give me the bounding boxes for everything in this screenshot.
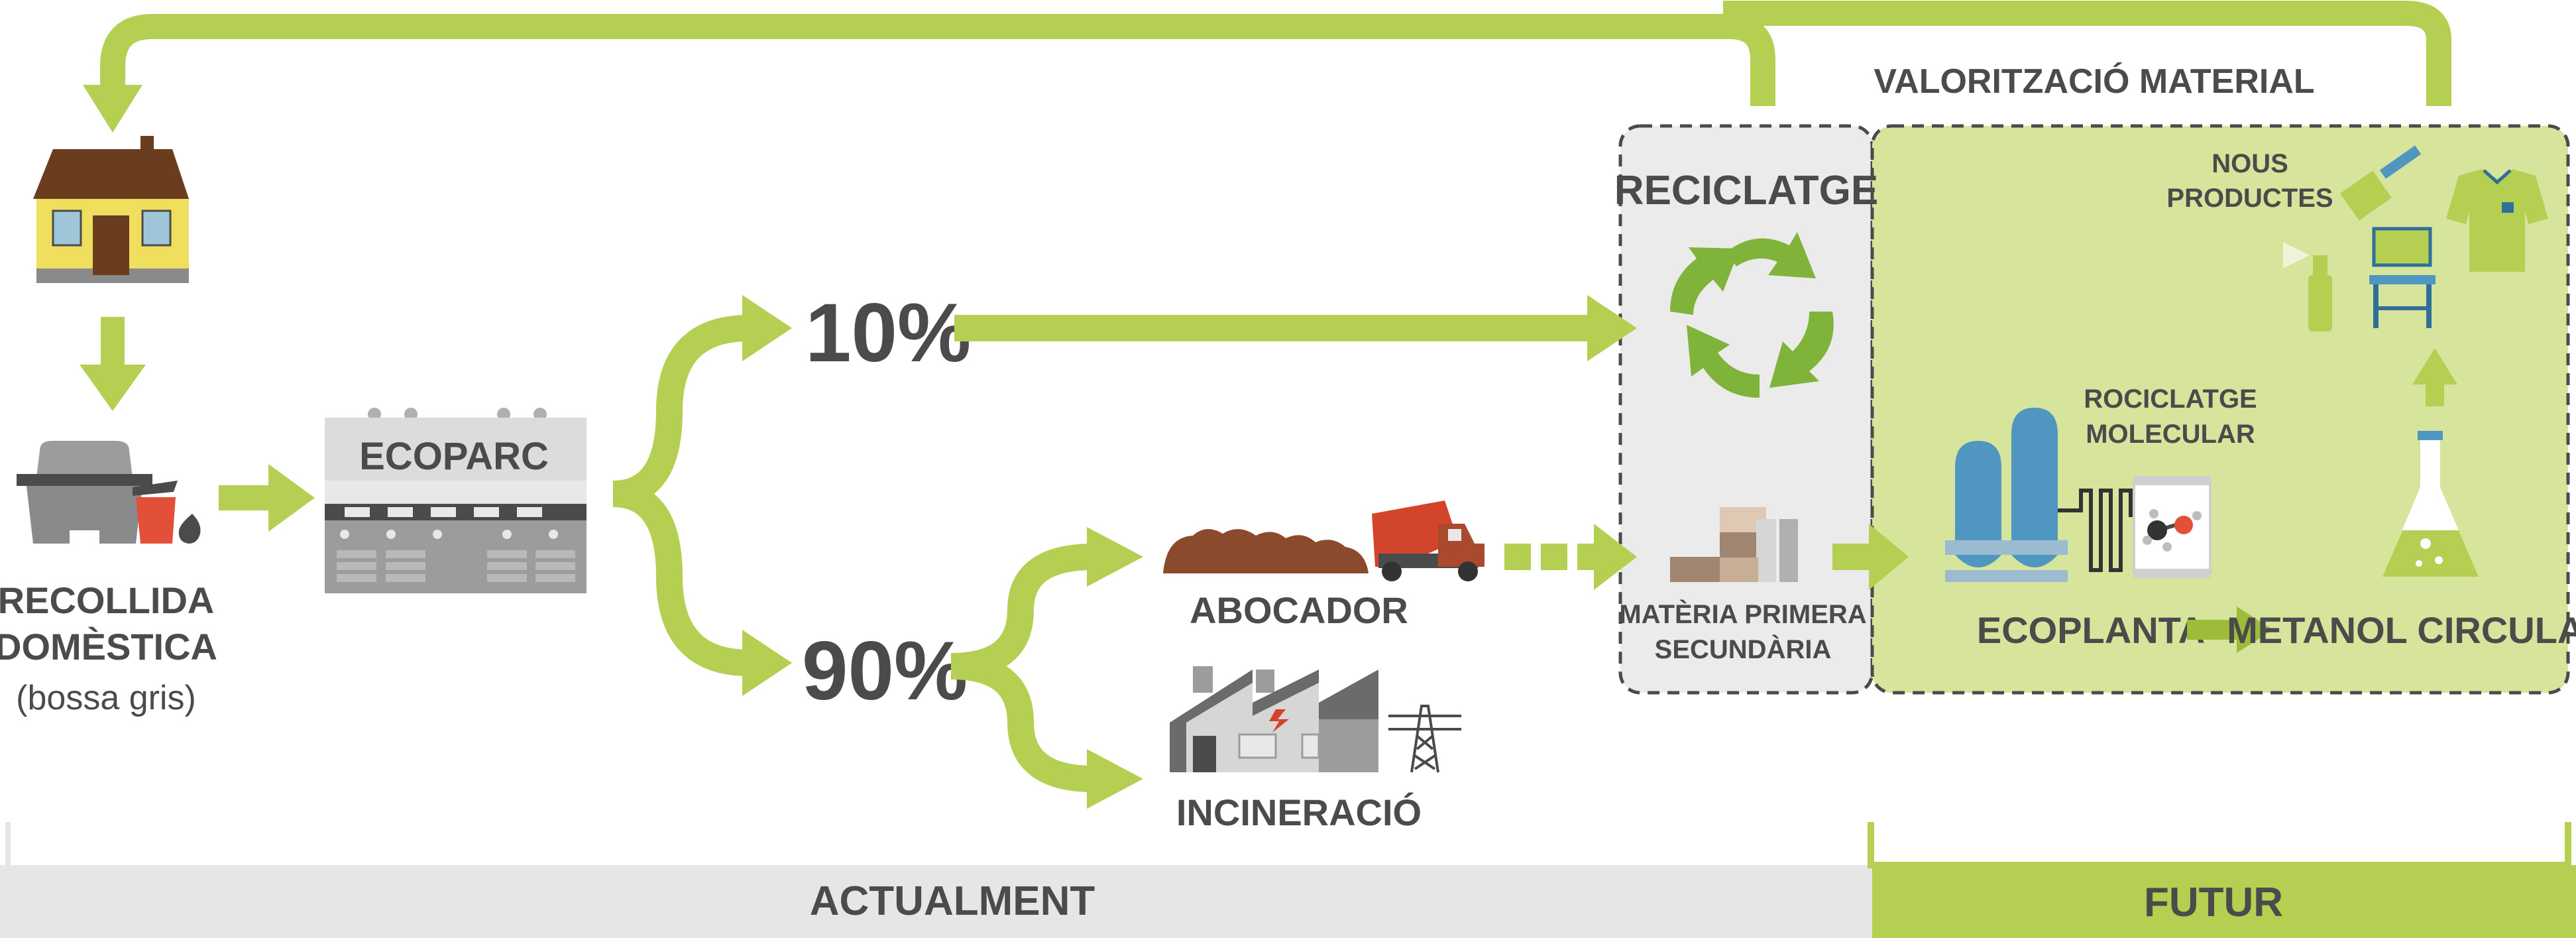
- raw-materials-stack-icon: [1670, 507, 1798, 582]
- materia-line2: SECUNDÀRIA: [1655, 634, 1832, 664]
- house-icon: [33, 136, 189, 283]
- abocador-label: ABOCADOR: [1190, 589, 1408, 631]
- pct-90: 90%: [802, 625, 968, 717]
- recycle-arrows-icon: [1670, 232, 1834, 398]
- incinerator-factory-icon: [1170, 666, 1378, 772]
- flask-icon: [2382, 431, 2479, 577]
- rociclatge-line2: MOLECULAR: [2086, 420, 2255, 449]
- split-arrows-90: [950, 544, 1094, 792]
- incineracio-label: INCINERACIÓ: [1176, 791, 1422, 833]
- metanol-label: METANOL CIRCULAR: [2227, 609, 2576, 651]
- return-arrow-head: [83, 85, 142, 133]
- recollida-line1: RECOLLIDA: [0, 579, 214, 621]
- arrow-head-incineracio: [1087, 749, 1143, 809]
- actualment-label: ACTUALMENT: [810, 878, 1095, 924]
- recollida-line2: DOMÈSTICA: [0, 626, 217, 668]
- materia-line1: MATÈRIA PRIMERA: [1619, 599, 1866, 629]
- arrow-materials-to-ecoplanta: [1832, 524, 1909, 590]
- ecoparc-label: ECOPARC: [359, 435, 549, 478]
- pct-10: 10%: [805, 287, 971, 379]
- recollida-sub: (bossa gris): [16, 679, 196, 717]
- rociclatge-line1: ROCICLATGE: [2084, 384, 2257, 414]
- ecoparc-building-icon: [325, 408, 587, 593]
- arrow-head-10: [742, 295, 792, 361]
- landfill-truck-icon: [1163, 500, 1484, 581]
- split-arrows-ecoparc: [612, 315, 750, 676]
- arrow-house-to-bins: [80, 317, 146, 411]
- arrow-head-abocador: [1087, 527, 1143, 587]
- reciclatge-label: RECICLATGE: [1614, 168, 1878, 213]
- dashed-arrow-abocador: [1504, 524, 1637, 590]
- return-arrow: [100, 1, 2451, 106]
- power-pylon-icon: [1388, 705, 1461, 773]
- nous-line1: NOUS: [2212, 149, 2288, 178]
- futur-label: FUTUR: [2144, 880, 2283, 925]
- ecoplant-tanks-icon: [1945, 408, 2133, 582]
- new-products-icon: [2283, 145, 2548, 331]
- nous-line2: PRODUCTES: [2166, 184, 2333, 213]
- molecule-icon: [2133, 476, 2212, 578]
- valoritzacio-label: VALORITZACIÓ MATERIAL: [1874, 62, 2314, 101]
- arrow-head-90: [742, 630, 792, 696]
- footer-actualment: [0, 822, 1872, 938]
- ecoplanta-label: ECOPLANTA: [1977, 609, 2205, 651]
- arrow-ecoplanta-to-metanol: [2187, 607, 2273, 653]
- waste-bins-icon: [17, 441, 201, 544]
- arrow-10-to-recycling: [954, 295, 1637, 361]
- arrow-bins-to-ecoparc: [219, 464, 315, 532]
- footer-futur: [1868, 822, 2576, 938]
- arrow-flask-to-products: [2412, 348, 2457, 406]
